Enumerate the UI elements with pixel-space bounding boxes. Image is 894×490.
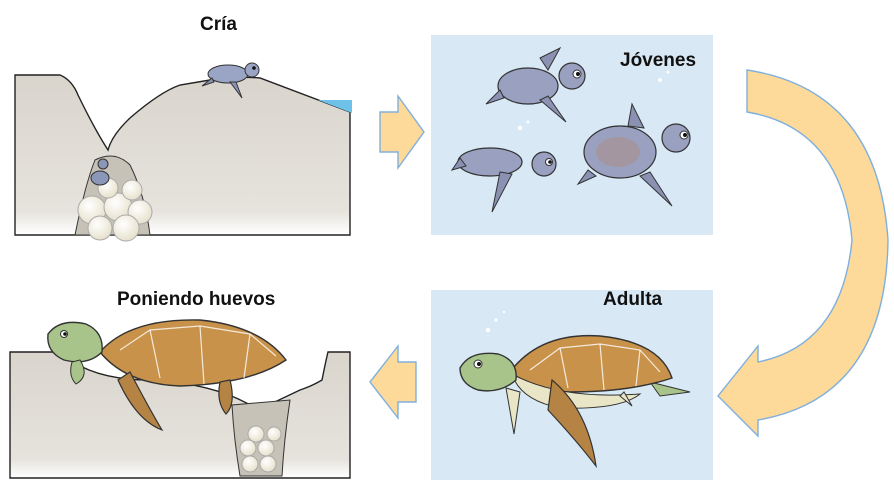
arrow-adult-to-nesting bbox=[369, 343, 417, 421]
bubbles-adult bbox=[485, 310, 506, 333]
nest-eggs bbox=[77, 177, 153, 242]
label-juveniles: Jóvenes bbox=[620, 50, 697, 71]
label-nesting: Poniendo huevos bbox=[117, 289, 276, 310]
bubbles-juveniles bbox=[517, 70, 670, 131]
arrow-juveniles-to-adult bbox=[717, 69, 889, 438]
arrow-hatchling-to-juveniles bbox=[379, 93, 425, 171]
adult-turtle bbox=[459, 334, 691, 469]
juvenile-turtle-2 bbox=[450, 147, 557, 213]
hatchling-on-beach bbox=[201, 62, 260, 99]
juveniles-scene bbox=[431, 35, 713, 235]
nesting-scene bbox=[9, 319, 351, 479]
juvenile-turtle-1 bbox=[485, 46, 586, 123]
laid-eggs bbox=[239, 425, 282, 473]
beach-sand bbox=[14, 74, 351, 236]
hatchling-in-nest bbox=[90, 158, 110, 186]
label-adult: Adulta bbox=[603, 289, 663, 310]
nesting-turtle bbox=[47, 319, 288, 432]
adult-scene bbox=[431, 290, 713, 480]
hatchling-scene bbox=[14, 62, 352, 242]
juvenile-turtle-3 bbox=[576, 102, 691, 207]
sea-edge bbox=[318, 100, 352, 113]
label-hatchling: Cría bbox=[200, 14, 237, 35]
